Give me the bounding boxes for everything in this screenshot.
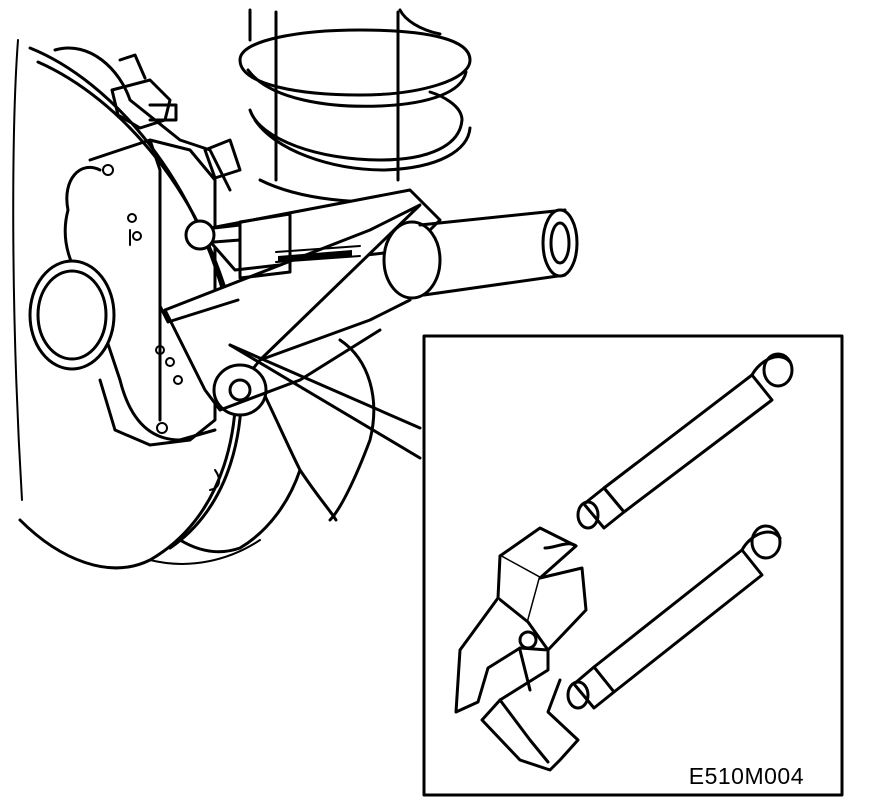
guide-pin-lower [566,524,782,710]
callout-leader-lines [228,343,422,460]
strut-body [274,10,400,182]
guide-pin-upper [576,352,794,530]
inset-detail-box [422,334,844,797]
brake-caliper [88,138,221,491]
piston-press-tool [158,188,579,417]
figure-reference-code: E510M004 [688,763,804,789]
bleed-nipple [110,53,178,130]
hub-cap [28,259,116,371]
anti-rattle-spring [454,526,588,772]
brake-line-fitting [203,138,242,180]
